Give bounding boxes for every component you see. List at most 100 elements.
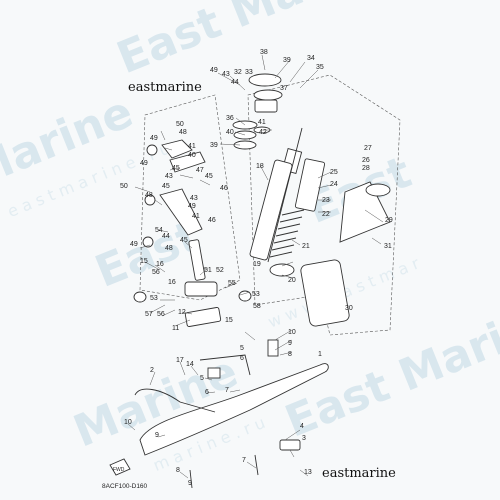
- callout-45c: 45: [162, 183, 170, 190]
- callout-10b: 10: [124, 419, 132, 426]
- callout-10: 10: [288, 329, 296, 336]
- fwd-label: FWD: [113, 467, 125, 473]
- callout-8b: 8: [176, 467, 180, 474]
- callout-33: 33: [245, 69, 253, 76]
- callout-3: 3: [302, 435, 306, 442]
- callout-19: 19: [253, 261, 261, 268]
- callout-40a: 40: [226, 129, 234, 136]
- linkage-arms: [133, 139, 252, 327]
- callout-51: 51: [204, 267, 212, 274]
- callout-38: 38: [260, 49, 268, 56]
- callout-46a: 46: [220, 185, 228, 192]
- callout-45b: 45: [205, 173, 213, 180]
- callout-6b: 6: [205, 389, 209, 396]
- callout-55: 55: [228, 280, 236, 287]
- callout-49d: 49: [188, 203, 196, 210]
- callout-7b: 7: [242, 457, 246, 464]
- callout-25: 25: [330, 169, 338, 176]
- callout-7: 7: [225, 387, 229, 394]
- callout-56b: 56: [157, 311, 165, 318]
- callout-16b: 16: [168, 279, 176, 286]
- callout-11: 11: [172, 325, 179, 332]
- callout-17: 17: [176, 357, 184, 364]
- callout-16a: 16: [156, 261, 164, 268]
- callout-26: 26: [362, 157, 370, 164]
- diagram-code: 8ACF100-D160: [102, 483, 148, 490]
- callout-1: 1: [318, 351, 322, 358]
- callout-52: 52: [216, 267, 224, 274]
- callout-43b: 43: [165, 173, 173, 180]
- callout-45a: 45: [172, 165, 180, 172]
- shock-assembly-boundary: [247, 74, 401, 336]
- callout-9b: 9: [155, 432, 159, 439]
- callout-13: 13: [304, 469, 312, 476]
- callout-53b: 53: [150, 295, 158, 302]
- callout-49a: 49: [210, 67, 218, 74]
- callout-56a: 56: [152, 269, 160, 276]
- linkage-assembly-boundary: [139, 94, 241, 301]
- callout-27: 27: [364, 145, 372, 152]
- callout-36: 36: [226, 115, 234, 122]
- upper-mount-bracket: [232, 73, 283, 150]
- callout-24: 24: [330, 181, 338, 188]
- callout-47: 47: [196, 167, 204, 174]
- callout-22: 22: [322, 211, 330, 218]
- callout-37: 37: [280, 85, 288, 92]
- callout-28: 28: [362, 165, 370, 172]
- callout-21: 21: [302, 243, 310, 250]
- callout-15b: 15: [225, 317, 233, 324]
- callout-20: 20: [288, 277, 296, 284]
- callout-50b: 50: [120, 183, 128, 190]
- callout-41b: 41: [188, 143, 196, 150]
- callout-29: 29: [385, 217, 393, 224]
- shock-absorber: [249, 127, 303, 277]
- svg-text:East Marine: East Marine: [110, 0, 401, 84]
- callout-6a: 6: [240, 355, 244, 362]
- callout-18: 18: [256, 163, 264, 170]
- callout-43c: 43: [190, 195, 198, 202]
- callout-9c: 9: [188, 480, 192, 487]
- callout-57: 57: [145, 311, 153, 318]
- callout-45d: 45: [180, 237, 188, 244]
- callout-35: 35: [316, 64, 324, 71]
- callout-39: 39: [283, 57, 291, 64]
- callout-5b: 5: [200, 375, 204, 382]
- rubber-damper: [300, 181, 391, 327]
- callout-49b: 49: [150, 135, 158, 142]
- callout-49e: 49: [130, 241, 138, 248]
- callout-41a: 41: [258, 119, 266, 126]
- callout-31: 31: [384, 243, 392, 250]
- suspension-spring: [269, 158, 326, 258]
- callout-30: 30: [345, 305, 353, 312]
- callout-15a: 15: [140, 258, 148, 265]
- callout-54: 54: [155, 227, 163, 234]
- callout-14: 14: [186, 361, 194, 368]
- callout-43a: 43: [222, 71, 230, 78]
- callout-23: 23: [322, 197, 330, 204]
- callout-5a: 5: [240, 345, 244, 352]
- callout-58: 58: [253, 303, 261, 310]
- callout-numbers: 38 39 34 35 49 43 3 2 33 44 37 36 40 39 4…: [120, 49, 393, 487]
- callout-44a: 44: [231, 79, 239, 86]
- leader-lines: [127, 54, 384, 479]
- callout-49c: 49: [140, 160, 148, 167]
- callout-48b: 48: [145, 192, 153, 199]
- callout-41c: 41: [192, 213, 200, 220]
- callout-34: 34: [307, 55, 315, 62]
- brand-label-top: eastmarine: [128, 80, 202, 95]
- callout-12: 12: [178, 309, 186, 316]
- callout-48c: 48: [165, 245, 173, 252]
- callout-44b: 44: [162, 233, 170, 240]
- callout-42: 42: [259, 129, 267, 136]
- callout-50a: 50: [176, 121, 184, 128]
- callout-2: 2: [150, 367, 154, 374]
- callout-40b: 40: [188, 152, 196, 159]
- callout-46b: 46: [208, 217, 216, 224]
- callout-39b: 39: [210, 142, 218, 149]
- callout-9a: 9: [288, 340, 292, 347]
- callout-53a: 53: [252, 291, 260, 298]
- callout-8a: 8: [288, 351, 292, 358]
- callout-48a: 48: [179, 129, 187, 136]
